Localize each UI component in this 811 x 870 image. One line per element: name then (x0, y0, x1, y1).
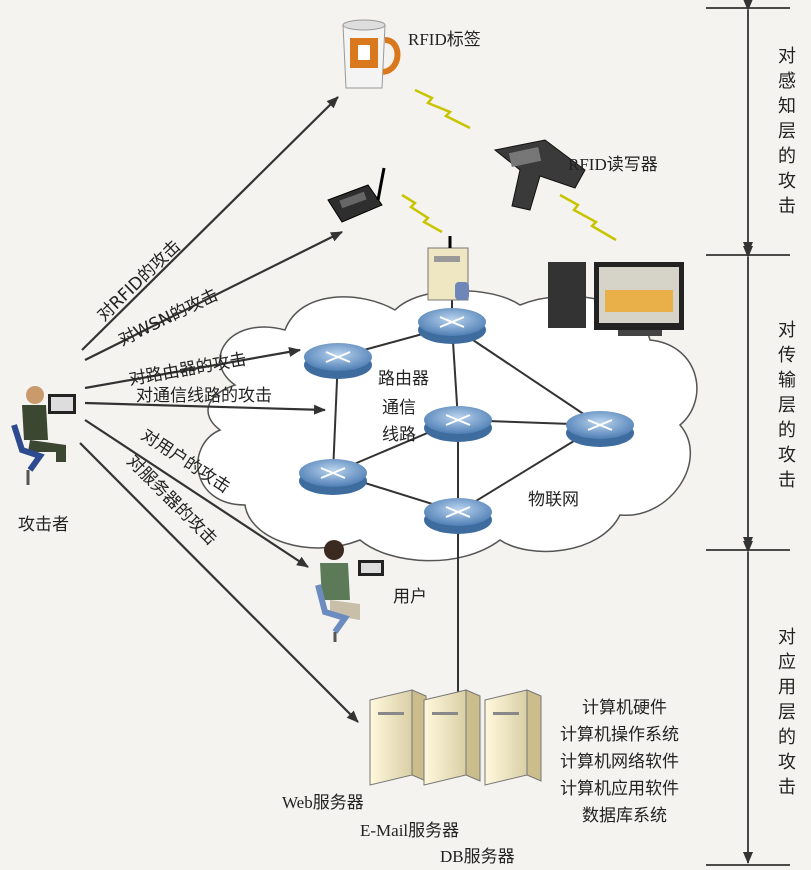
svg-text:击: 击 (778, 470, 796, 491)
rfid-reader-icon (493, 139, 586, 211)
wireless-signal-icon (559, 193, 617, 242)
svg-text:击: 击 (778, 196, 796, 217)
component-item: 计算机硬件 (582, 698, 667, 718)
router-icon (424, 406, 492, 442)
svg-text:应: 应 (778, 652, 796, 673)
server-components: 计算机硬件 计算机操作系统 计算机网络软件 计算机应用软件 数据库系统 (560, 698, 679, 826)
attacker-icon (11, 386, 76, 485)
attack-arrow-wsn (84, 231, 343, 361)
svg-text:对: 对 (778, 627, 796, 648)
layer-label-perception: 对 感 知 层 的 攻 击 (778, 46, 796, 217)
comm-line-label-1: 通信 (382, 398, 416, 418)
component-item: 计算机操作系统 (560, 725, 679, 745)
email-server-label: E-Mail服务器 (360, 821, 459, 840)
layer-label-application: 对 应 用 层 的 攻 击 (778, 627, 796, 798)
router-icon (304, 343, 372, 379)
component-item: 数据库系统 (582, 806, 667, 826)
attack-arrow-user (84, 419, 309, 568)
svg-text:攻: 攻 (778, 445, 796, 466)
router-icon (418, 308, 486, 344)
web-server-label: Web服务器 (282, 793, 364, 812)
svg-text:层: 层 (778, 395, 796, 416)
component-item: 计算机应用软件 (560, 779, 679, 799)
router-icon (299, 459, 367, 495)
db-server-icon (484, 689, 542, 786)
wireless-signal-icon (401, 193, 443, 234)
user-icon (315, 540, 384, 642)
svg-text:输: 输 (778, 370, 796, 391)
svg-text:攻: 攻 (778, 752, 796, 773)
svg-text:对: 对 (778, 320, 796, 341)
wireless-signal-icon (414, 88, 471, 130)
router-label: 路由器 (378, 369, 429, 389)
attack-arrow-router (84, 346, 301, 390)
db-server-label: DB服务器 (440, 847, 515, 866)
user-label: 用户 (393, 587, 427, 607)
svg-text:的: 的 (778, 146, 796, 167)
attack-label-comm-line: 对通信线路的攻击 (136, 386, 272, 406)
layer-bracket (706, 0, 790, 866)
rfid-tag-label: RFID标签 (408, 30, 481, 49)
svg-text:的: 的 (778, 727, 796, 748)
svg-text:用: 用 (778, 677, 796, 698)
router-icon (424, 498, 492, 534)
computer-terminal-icon (548, 262, 684, 336)
svg-text:知: 知 (778, 96, 796, 117)
attack-arrow-rfid (81, 96, 339, 351)
component-item: 计算机网络软件 (560, 752, 679, 772)
svg-text:攻: 攻 (778, 171, 796, 192)
attack-arrow-comm-line (84, 401, 326, 415)
attacker-label: 攻击者 (18, 515, 69, 535)
attack-label-router: 对路由器的攻击 (127, 350, 248, 390)
web-server-icon (369, 689, 427, 786)
comm-line-label-2: 线路 (382, 425, 416, 445)
svg-text:传: 传 (778, 345, 796, 366)
gateway-server-icon (427, 236, 469, 301)
rfid-reader-label: RFID读写器 (568, 155, 658, 174)
svg-text:层: 层 (778, 121, 796, 142)
svg-text:层: 层 (778, 702, 796, 723)
svg-text:感: 感 (778, 71, 796, 92)
layer-label-transport: 对 传 输 层 的 攻 击 (778, 320, 796, 491)
attack-arrow-server (79, 442, 359, 723)
svg-text:击: 击 (778, 777, 796, 798)
svg-text:的: 的 (778, 420, 796, 441)
attack-arrows (79, 96, 359, 723)
router-icon (566, 411, 634, 447)
rfid-tag-icon (342, 19, 401, 89)
svg-text:对: 对 (778, 46, 796, 67)
email-server-icon (423, 689, 481, 786)
wsn-node-icon (327, 167, 386, 223)
iot-network-label: 物联网 (528, 490, 579, 510)
